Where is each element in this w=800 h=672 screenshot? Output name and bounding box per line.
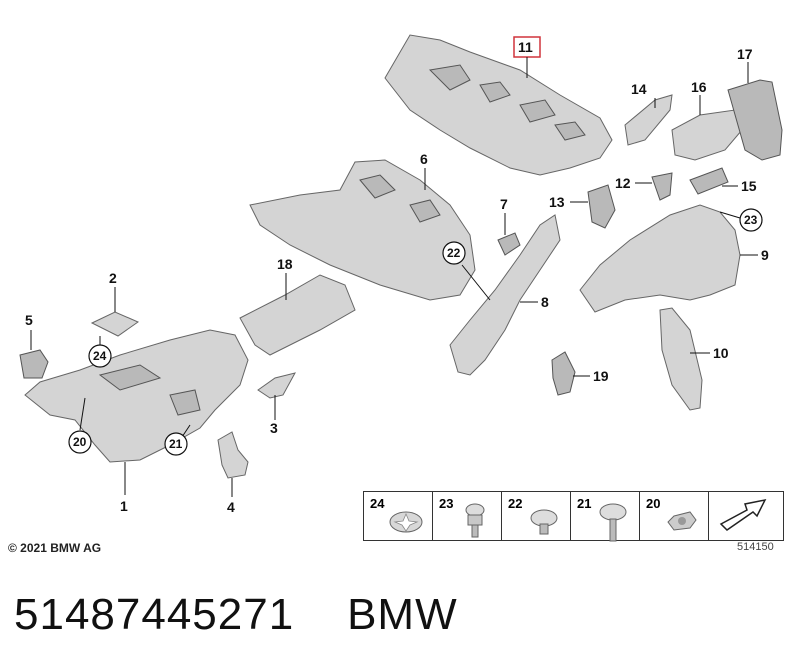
callout-3: 3 [270,420,278,436]
push-rivet-icon [465,503,485,538]
callout-19: 19 [593,368,609,384]
circled-callout-22: 22 [442,241,466,265]
legend-number: 21 [577,496,592,511]
callout-12: 12 [615,175,631,191]
circled-callout-24-top: 24 [88,344,112,368]
copyright-text: © 2021 BMW AG [8,541,102,555]
callout-labels: 1 2 3 4 5 6 7 8 9 10 11 12 13 14 15 16 1… [25,39,769,515]
callout-15: 15 [741,178,757,194]
part-7-clip [497,232,521,256]
plug-icon [530,509,558,535]
part-16-pad [671,109,743,161]
legend-number: 24 [370,496,385,511]
callout-4: 4 [227,499,235,515]
circled-callout-21: 21 [164,432,188,456]
diagram-number: 514150 [737,541,774,553]
part-18-shield [239,274,356,356]
legend-cell-23: 23 [433,492,502,540]
hex-nut-icon [667,511,697,531]
legend-cell-21: 21 [571,492,640,542]
circled-callout-23: 23 [739,208,763,232]
legend-number: 23 [439,496,454,511]
callout-2: 2 [109,270,117,286]
legend-cell-24: 24 [364,492,433,540]
callout-1: 1 [120,498,128,514]
part-8-rail [449,214,561,376]
legend-number: 20 [646,496,661,511]
callout-9: 9 [761,247,769,263]
circled-20-label: 20 [73,435,87,449]
part-2-pad [90,311,140,337]
legend-cell-arrow [709,492,783,540]
callout-17: 17 [737,46,753,62]
callout-7: 7 [500,196,508,212]
legend-cell-22: 22 [502,492,571,540]
callout-5: 5 [25,312,33,328]
part-5-grommet [19,349,49,379]
callout-16: 16 [691,79,707,95]
part-6-floor [249,159,476,301]
part-number-footer: 51487445271 BMW [14,590,458,639]
part-15-strip [689,167,729,195]
callout-11: 11 [518,39,533,55]
part-12-clip [651,172,673,201]
callout-14: 14 [631,81,647,97]
part-10-trim [659,307,703,411]
legend-cell-20: 20 [640,492,709,540]
circled-22-label: 22 [447,246,461,260]
part-13-bracket [587,184,616,229]
callout-6: 6 [420,151,428,167]
part-4-bracket [217,431,249,479]
circled-callout-20: 20 [68,430,92,454]
clip-screw-icon [599,503,627,542]
part-3-bracket [257,372,296,399]
part-19-bracket [551,351,576,396]
callout-10: 10 [713,345,729,361]
circled-23-label: 23 [744,213,758,227]
parts-diagram: 1 2 3 4 5 6 7 8 9 10 11 12 13 14 15 16 1… [19,34,783,515]
callout-13: 13 [549,194,565,210]
star-washer-icon [389,511,423,533]
part-11-panel [384,34,613,176]
callout-8: 8 [541,294,549,310]
legend-number: 22 [508,496,523,511]
callout-18: 18 [277,256,293,272]
direction-arrow-icon [719,498,767,531]
part-14-pad [624,94,673,146]
part-1-panel [24,329,249,463]
circled-24-label: 24 [93,349,107,363]
circled-21-label: 21 [169,437,183,451]
hardware-legend: 24 23 22 21 20 [363,491,784,542]
part-17-panel [727,79,783,161]
